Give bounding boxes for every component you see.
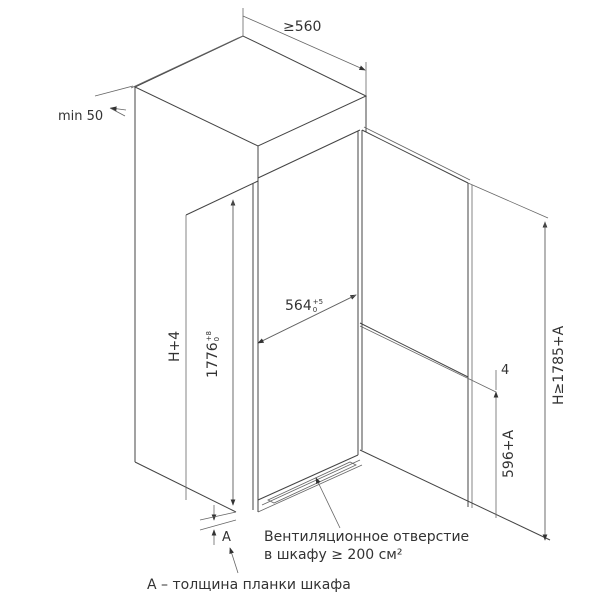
- vent-note-line2: в шкафу ≥ 200 см²: [264, 547, 403, 563]
- width-label: ≥560: [283, 19, 322, 35]
- niche-width-tol-lower: 0: [312, 306, 318, 314]
- min-gap-label: min 50: [58, 109, 104, 124]
- fridge-door: [359, 126, 551, 541]
- plinth-label: A: [222, 530, 231, 545]
- legend-note: A – толщина планки шкафа: [147, 577, 351, 593]
- cabinet-outline: [130, 35, 368, 513]
- niche-width-value: 564: [285, 298, 312, 314]
- lower-door-height-label: 596+A: [501, 429, 517, 478]
- door-gap-label: 4: [501, 363, 510, 378]
- niche-height-tol-lower: 0: [213, 336, 221, 342]
- vent-note-line1: Вентиляционное отверстие: [264, 529, 470, 545]
- panel-height-label: H+4: [167, 330, 183, 362]
- fridge-body: [257, 129, 363, 513]
- dimension-lines: [94, 8, 548, 574]
- niche-width-tol-upper: +5: [312, 298, 324, 306]
- niche-height-value: 1776: [205, 342, 221, 378]
- total-height-label: H≥1785+A: [551, 325, 567, 405]
- cabinet-panel: [185, 178, 259, 512]
- niche-height-tol-upper: +8: [205, 331, 213, 342]
